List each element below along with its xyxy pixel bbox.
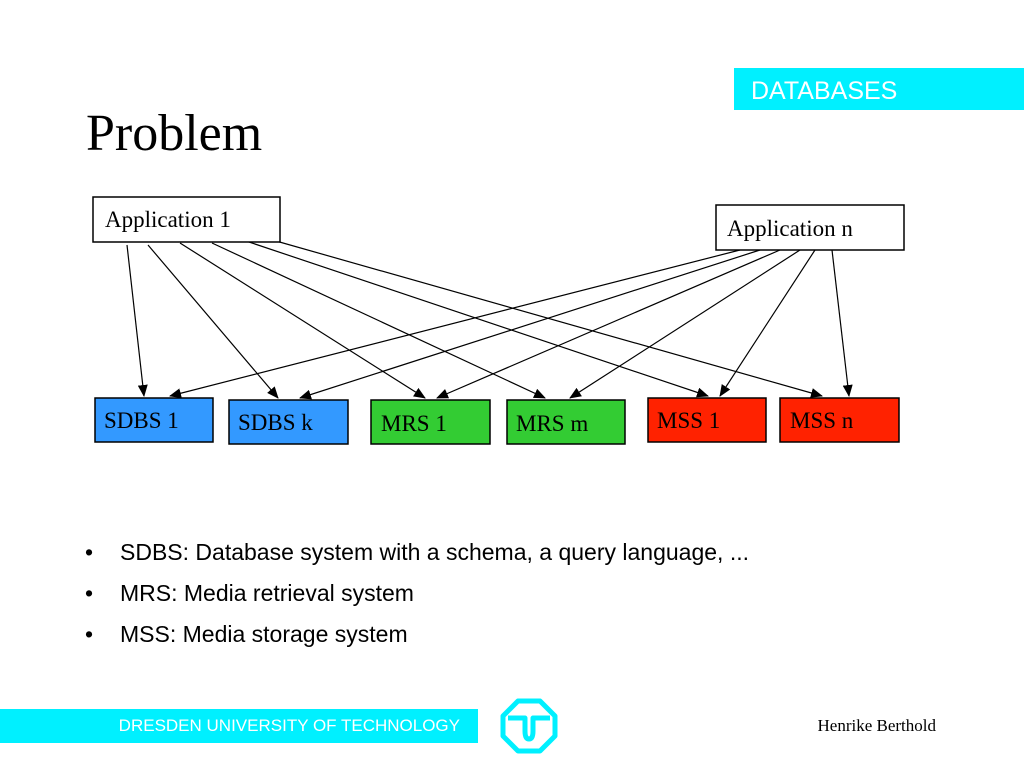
edge-app1-sdbsk	[147, 244, 279, 399]
edges-group	[126, 240, 853, 400]
section-tag: DATABASES	[734, 68, 1024, 110]
node-mss-1-label: MSS 1	[657, 408, 720, 433]
bullet-item: • MSS: Media storage system	[82, 616, 749, 657]
author-name: Henrike Berthold	[817, 716, 937, 735]
node-application-1-label: Application 1	[105, 207, 231, 232]
node-sdbs-k: SDBS k	[228, 399, 349, 445]
edge-appn-sdbs1	[169, 249, 741, 399]
edge-appn-sdbsk	[299, 249, 761, 400]
bullet-list: • SDBS: Database system with a schema, a…	[82, 534, 749, 657]
node-application-n-label: Application n	[727, 216, 853, 241]
node-mrs-m-label: MRS m	[516, 411, 588, 436]
node-sdbs-1: SDBS 1	[94, 397, 214, 443]
university-banner: DRESDEN UNIVERSITY OF TECHNOLOGY	[0, 709, 478, 743]
tu-dresden-logo-icon	[500, 698, 558, 754]
edge-app1-sdbs1	[126, 244, 148, 397]
node-mrs-1: MRS 1	[370, 399, 491, 445]
node-application-n: Application n	[715, 204, 905, 251]
node-mss-1-box	[647, 397, 767, 443]
node-mss-n: MSS n	[779, 397, 900, 443]
bullet-text: MRS: Media retrieval system	[120, 580, 414, 606]
node-sdbs-1-label: SDBS 1	[104, 408, 179, 433]
bullet-marker: •	[85, 539, 94, 565]
edge-app1-mrs1	[179, 242, 426, 399]
edge-app1-mrsm	[211, 242, 546, 399]
node-mss-n-box	[779, 397, 900, 443]
node-sdbs-k-label: SDBS k	[238, 410, 313, 435]
node-mrs-m-box	[506, 399, 626, 445]
bullet-marker: •	[85, 580, 94, 606]
node-application-1: Application 1	[92, 196, 281, 243]
bullet-item: • SDBS: Database system with a schema, a…	[82, 534, 749, 575]
bullet-text: MSS: Media storage system	[120, 621, 408, 647]
bullet-item: • MRS: Media retrieval system	[82, 575, 749, 616]
slide-title: Problem	[86, 105, 263, 162]
edge-appn-mrs1	[436, 249, 781, 399]
edge-appn-mrsm	[569, 249, 801, 399]
bullet-text: SDBS: Database system with a schema, a q…	[120, 539, 749, 565]
edge-appn-mssn	[831, 249, 853, 397]
node-mrs-1-label: MRS 1	[381, 411, 447, 436]
edge-appn-mss1	[719, 249, 816, 397]
node-mss-1: MSS 1	[647, 397, 767, 443]
bullet-marker: •	[85, 621, 94, 647]
node-mrs-m: MRS m	[506, 399, 626, 445]
node-mss-n-label: MSS n	[790, 408, 854, 433]
node-sdbs-k-box	[228, 399, 349, 445]
node-mrs-1-box	[370, 399, 491, 445]
node-sdbs-1-box	[94, 397, 214, 443]
edge-app1-mss1	[245, 240, 709, 398]
